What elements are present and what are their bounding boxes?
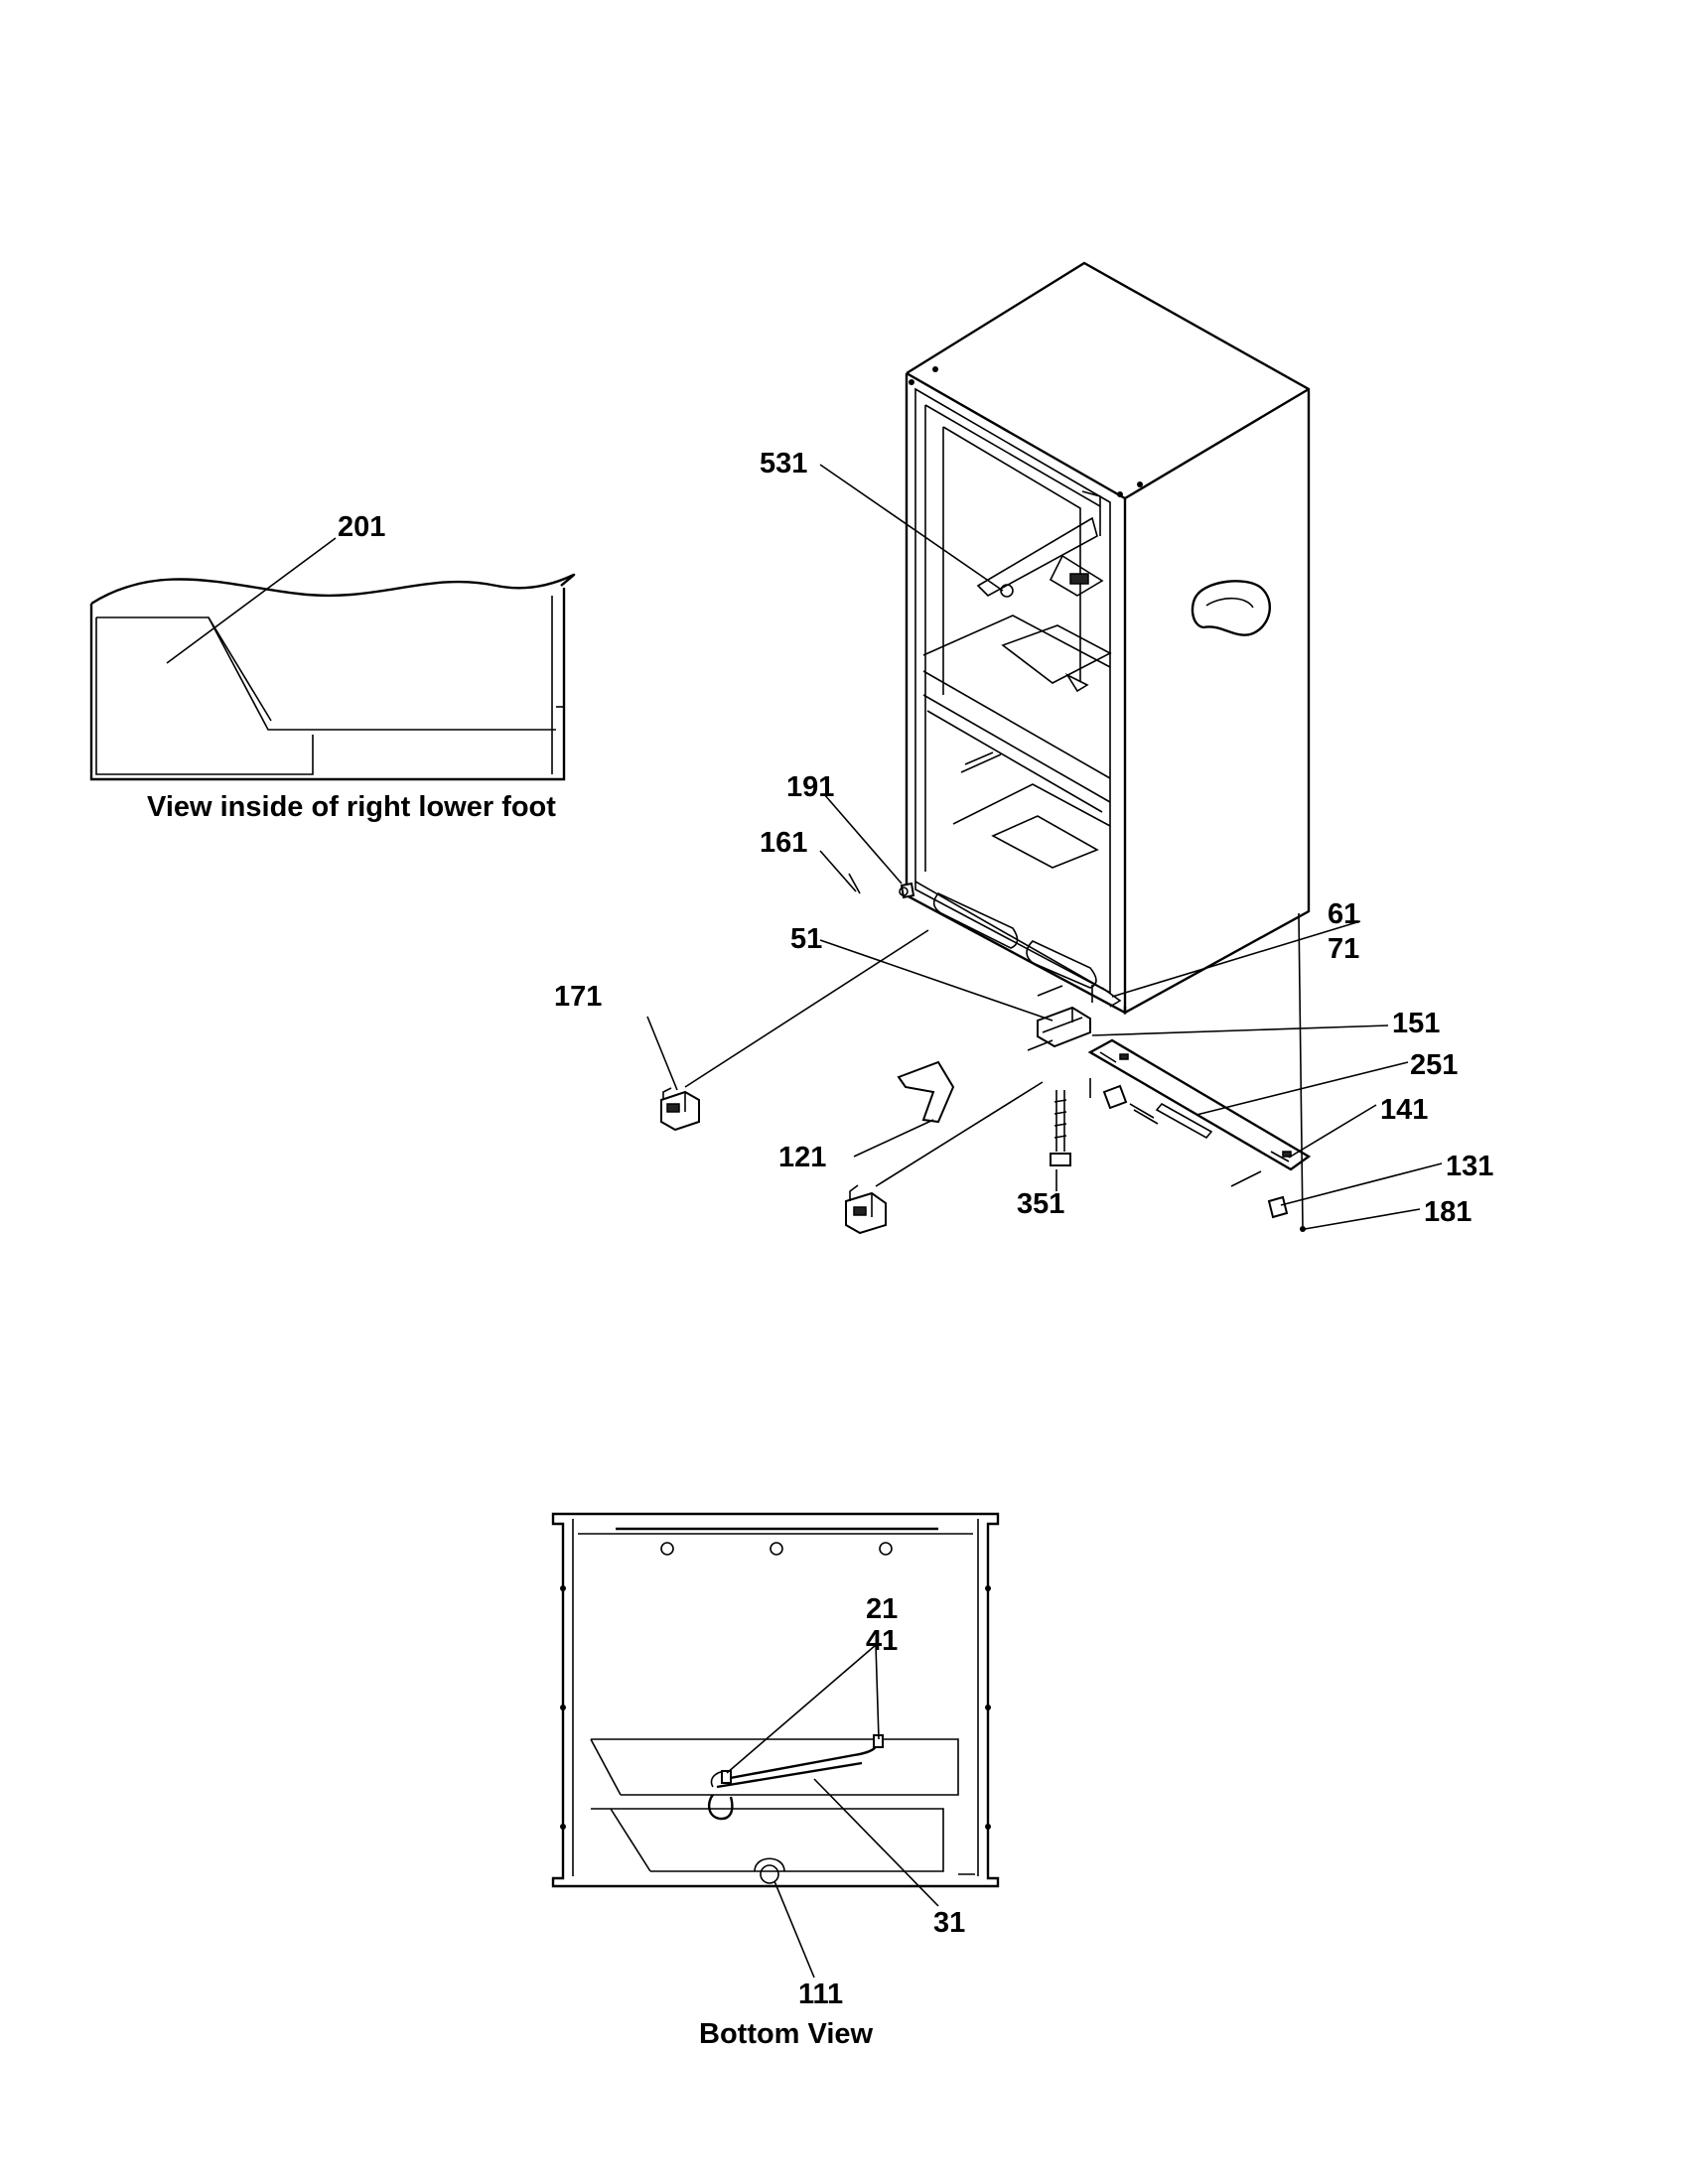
bottom-leaders (726, 1644, 939, 1979)
assembly-lines (684, 912, 1304, 1228)
label-191: 191 (786, 771, 834, 803)
caption-foot-view: View inside of right lower foot (147, 791, 556, 823)
foot-inset (89, 573, 576, 781)
label-201: 201 (338, 511, 385, 543)
label-21: 21 (866, 1593, 898, 1625)
bottom-view (551, 1512, 1000, 1888)
label-41: 41 (866, 1625, 898, 1657)
part-171-leg (660, 1087, 700, 1132)
label-61: 61 (1328, 898, 1359, 930)
leaders (646, 464, 1443, 1230)
part-front-leg (845, 1184, 887, 1235)
leader-201 (166, 537, 337, 664)
label-171: 171 (554, 981, 602, 1013)
small-fasteners (1089, 1078, 1306, 1232)
label-141: 141 (1380, 1094, 1428, 1126)
label-111: 111 (798, 1979, 843, 2010)
label-161: 161 (760, 827, 807, 859)
part-121-foot-cover (897, 1060, 955, 1124)
part-251-toe-plate (1087, 1038, 1312, 1171)
label-51: 51 (790, 923, 822, 955)
label-531: 531 (760, 448, 807, 479)
label-71: 71 (1328, 933, 1359, 965)
caption-bottom-view: Bottom View (699, 2018, 874, 2050)
label-131: 131 (1446, 1151, 1493, 1182)
label-181: 181 (1424, 1196, 1472, 1228)
label-351: 351 (1017, 1188, 1064, 1220)
label-121: 121 (778, 1142, 826, 1173)
label-151: 151 (1392, 1008, 1440, 1039)
part-51-hinge (1027, 985, 1122, 1051)
part-161-191 (848, 873, 915, 899)
part-351-screw (1050, 1090, 1071, 1166)
label-31: 31 (933, 1907, 965, 1939)
label-251: 251 (1410, 1049, 1458, 1081)
refrigerator-cabinet (905, 261, 1311, 1016)
